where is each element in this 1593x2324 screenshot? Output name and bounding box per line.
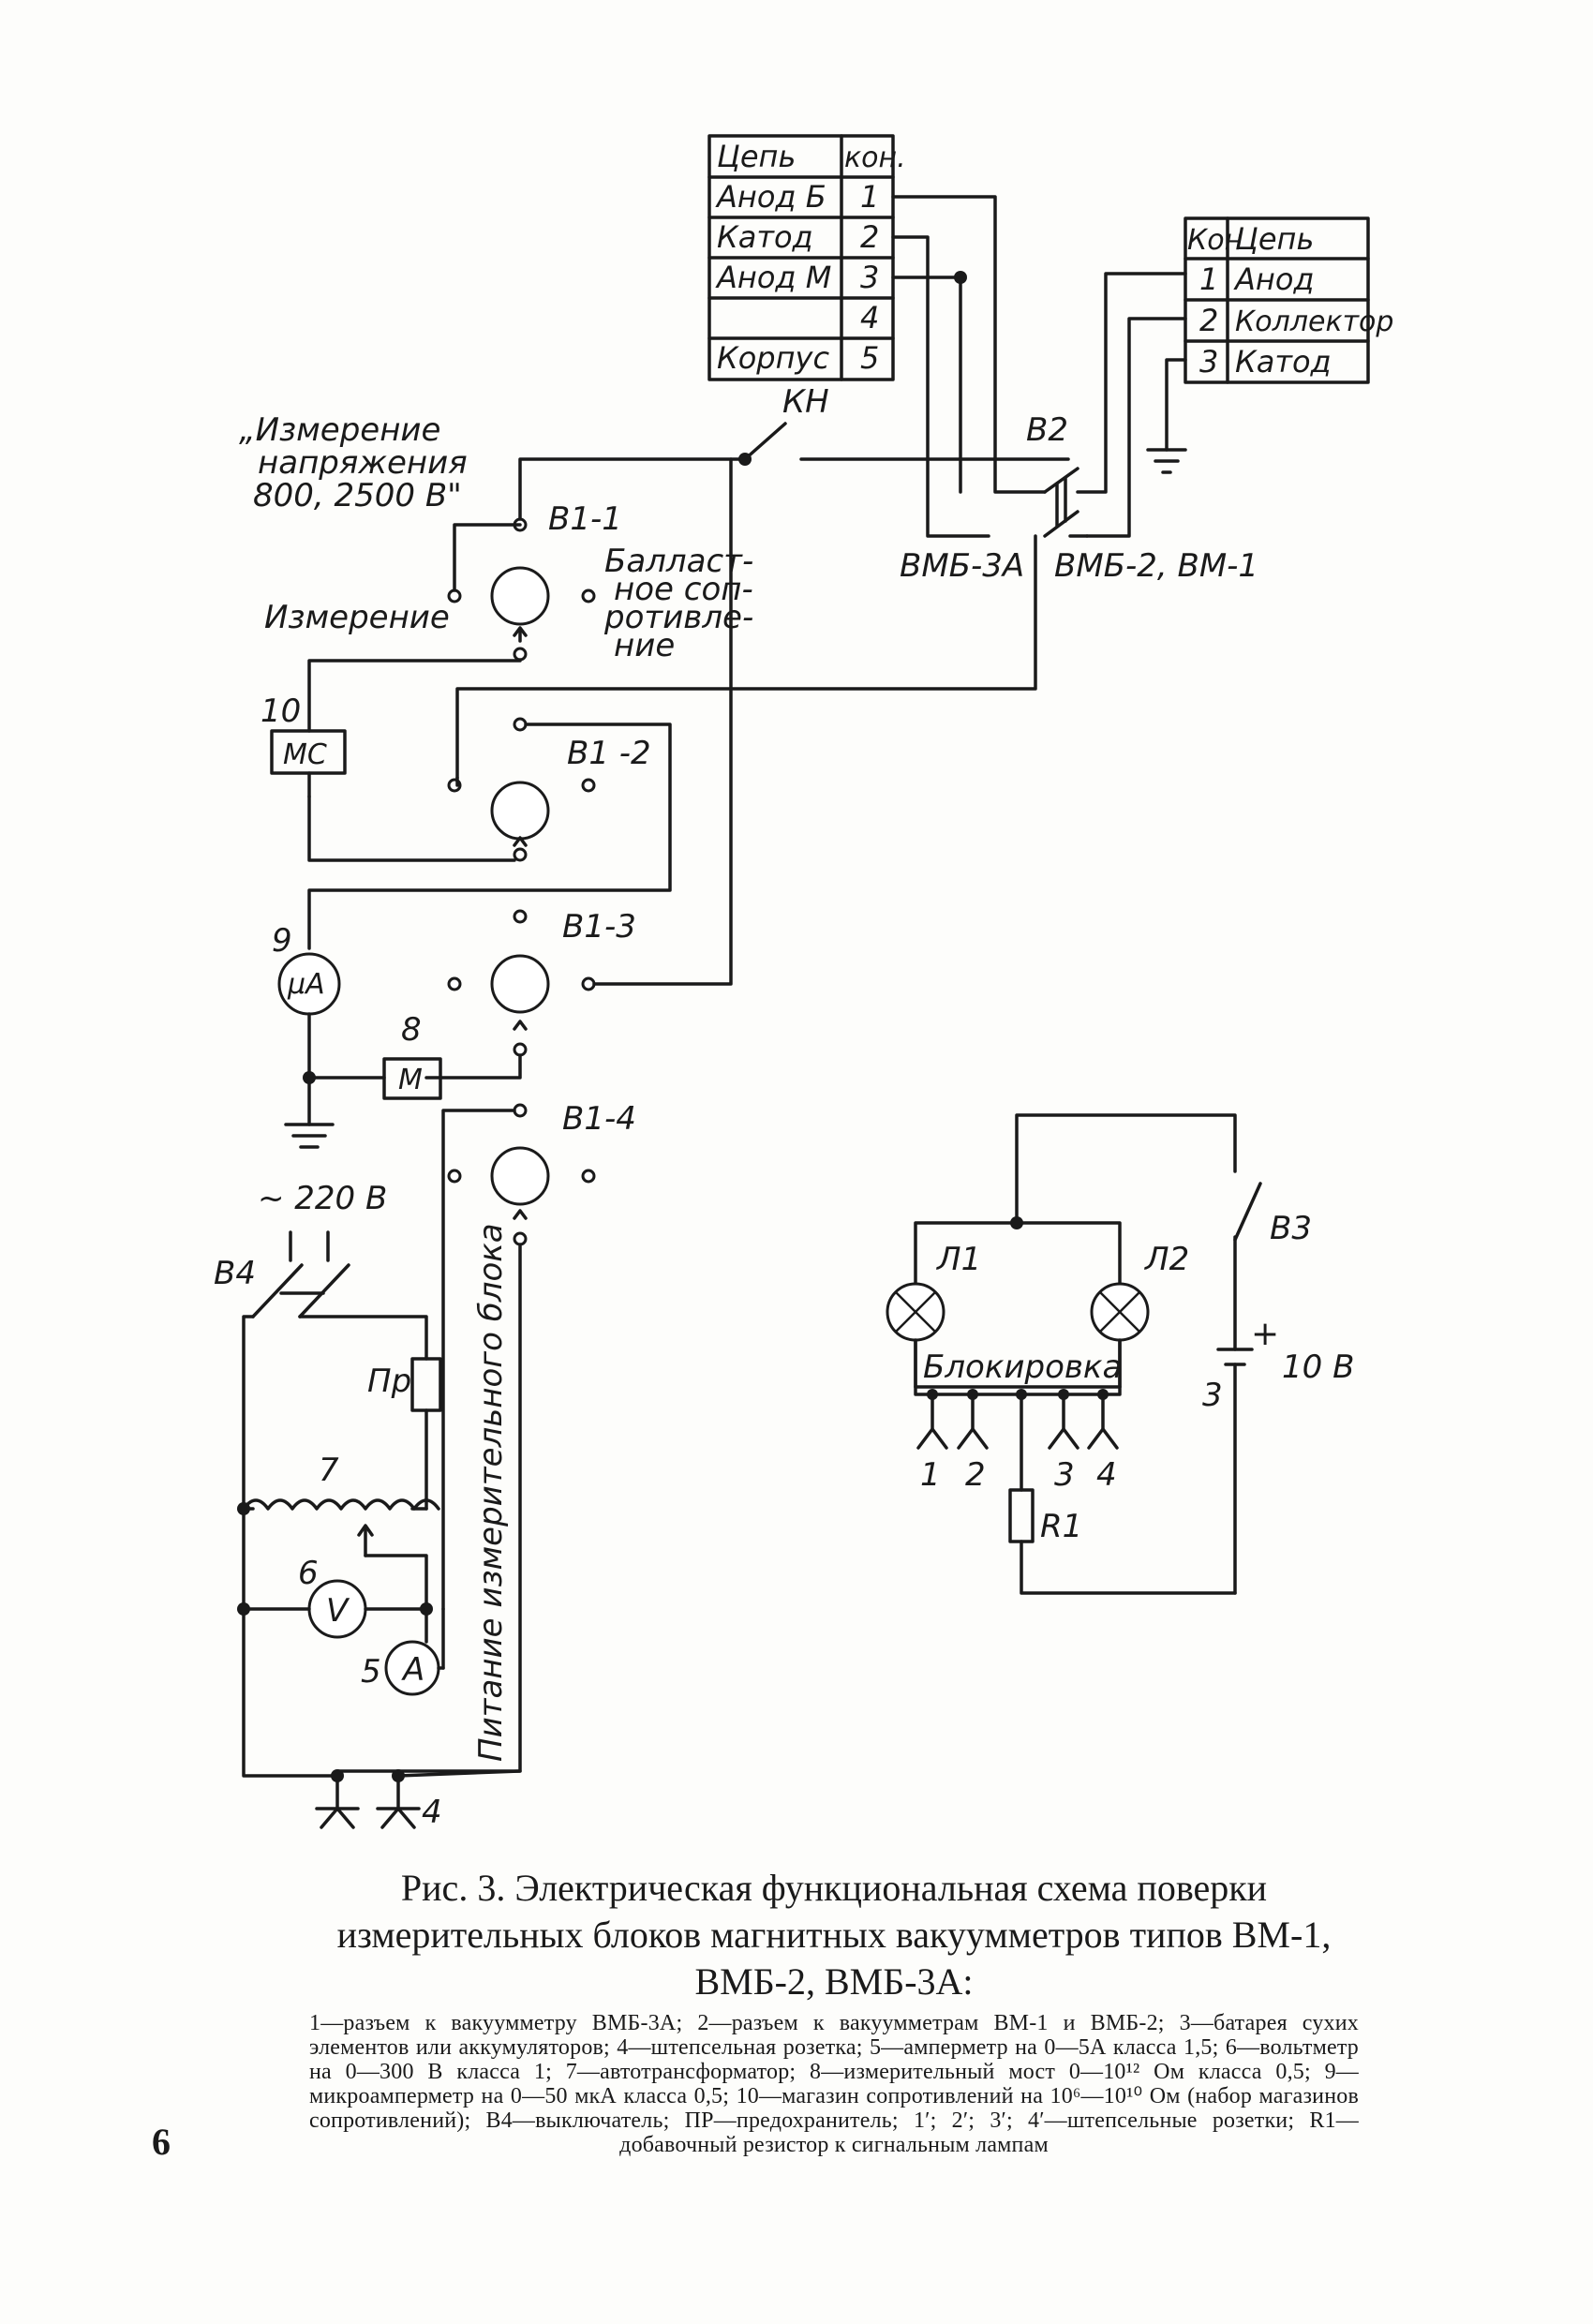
caption-legend: 1—разъем к вакуумметру ВМБ-3А; 2—разъем … — [309, 2011, 1359, 2157]
label-n3: 3 — [1202, 1377, 1223, 1414]
table-left-cell: Катод — [717, 219, 813, 255]
page-number: 6 — [152, 2121, 171, 2163]
label-v4: В4 — [214, 1255, 256, 1292]
wires-top — [455, 195, 1187, 780]
label-n6: 6 — [298, 1555, 319, 1592]
label-ua: μА — [287, 968, 325, 1001]
label-n4: 4 — [422, 1794, 442, 1831]
label-plus: + — [1251, 1315, 1279, 1353]
label-n7: 7 — [319, 1452, 339, 1489]
table-left-cell: 1 — [860, 179, 879, 215]
table-right-cell: Катод — [1235, 344, 1332, 380]
figure-caption: Рис. 3. Электрическая функциональная схе… — [309, 1865, 1359, 2157]
label-pr: Пр — [367, 1363, 411, 1400]
circuit-diagram: Цепь кон. Анод Б 1 Катод 2 Анод М 3 4 Ко… — [214, 134, 1393, 1831]
label-n5: 5 — [361, 1653, 381, 1691]
table-right-cell: Коллектор — [1235, 305, 1393, 338]
label-measure-voltage-3: 800, 2500 В" — [253, 477, 462, 514]
label-izmerenie: Измерение — [264, 599, 450, 636]
label-socket-2: 2 — [965, 1456, 986, 1494]
table-right-cell: Анод — [1233, 261, 1315, 297]
table-left-cell: Корпус — [717, 340, 829, 376]
label-amp: А — [401, 1651, 424, 1689]
label-ballast-2: ное соп- — [614, 571, 753, 608]
label-r1: R1 — [1040, 1508, 1082, 1545]
table-left-cell: 4 — [860, 300, 879, 335]
table-right-cell: 1 — [1199, 261, 1218, 297]
table-right-header-circuit: Цепь — [1235, 221, 1314, 257]
label-n8: 8 — [401, 1011, 422, 1049]
caption-title: Рис. 3. Электрическая функциональная схе… — [336, 1867, 1332, 2003]
label-v2: В2 — [1026, 411, 1068, 449]
label-n10: 10 — [261, 693, 301, 730]
label-measure-voltage-2: напряжения — [258, 444, 468, 482]
label-v1-2: В1 -2 — [567, 735, 651, 772]
label-ballast-1: Балласт- — [604, 543, 753, 580]
table-left-cell: Анод М — [715, 260, 831, 295]
label-volt: V — [326, 1592, 350, 1630]
label-v1-1: В1-1 — [548, 500, 622, 538]
label-vmb3a: ВМБ-3А — [900, 547, 1024, 585]
label-ac220: ~ 220 В — [258, 1180, 387, 1217]
label-v3: В3 — [1270, 1210, 1312, 1247]
label-l2: Л2 — [1143, 1241, 1189, 1278]
label-ballast-4: ние — [614, 627, 675, 664]
label-10v: 10 В — [1282, 1348, 1354, 1386]
table-left-header-circuit: Цепь — [717, 139, 796, 174]
connector-table-left: Цепь кон. Анод Б 1 Катод 2 Анод М 3 4 Ко… — [707, 134, 906, 381]
label-blokirovka: Блокировка — [923, 1348, 1122, 1386]
label-m: М — [398, 1064, 423, 1096]
signal-lamp-circuit — [886, 1113, 1262, 1595]
label-supply: Питание измерительного блока — [472, 1223, 510, 1762]
label-v1-4: В1-4 — [562, 1100, 636, 1138]
label-ballast-3: ротивле- — [603, 599, 753, 636]
label-socket-4: 4 — [1096, 1456, 1117, 1494]
label-n9: 9 — [272, 922, 292, 960]
table-right-header-contact: Кон — [1187, 224, 1243, 257]
label-vmb2-vm1: ВМБ-2, ВМ-1 — [1054, 547, 1258, 585]
label-socket-1: 1 — [920, 1456, 941, 1494]
diagram-labels: „Измерение напряжения 800, 2500 В" КН В2… — [214, 383, 1354, 1831]
table-left-cell: 3 — [860, 260, 879, 295]
table-left-cell: 5 — [860, 340, 879, 376]
label-measure-voltage-1: „Измерение — [239, 411, 440, 449]
label-kn: КН — [782, 383, 829, 421]
selector-b1 — [307, 457, 747, 1773]
label-socket-3: 3 — [1054, 1456, 1075, 1494]
instruments-left — [237, 729, 522, 1829]
table-left-header-contact: кон. — [844, 142, 906, 174]
table-right-cell: 3 — [1199, 344, 1218, 380]
table-right-cell: 2 — [1199, 303, 1218, 338]
table-left-cell: Анод Б — [715, 179, 826, 215]
label-l1: Л1 — [935, 1241, 981, 1278]
table-left-cell: 2 — [860, 219, 879, 255]
label-mc: МС — [283, 738, 327, 771]
label-v1-3: В1-3 — [562, 908, 636, 946]
connector-table-right: Кон Цепь 1 Анод 2 Коллектор 3 Катод — [1184, 216, 1393, 384]
